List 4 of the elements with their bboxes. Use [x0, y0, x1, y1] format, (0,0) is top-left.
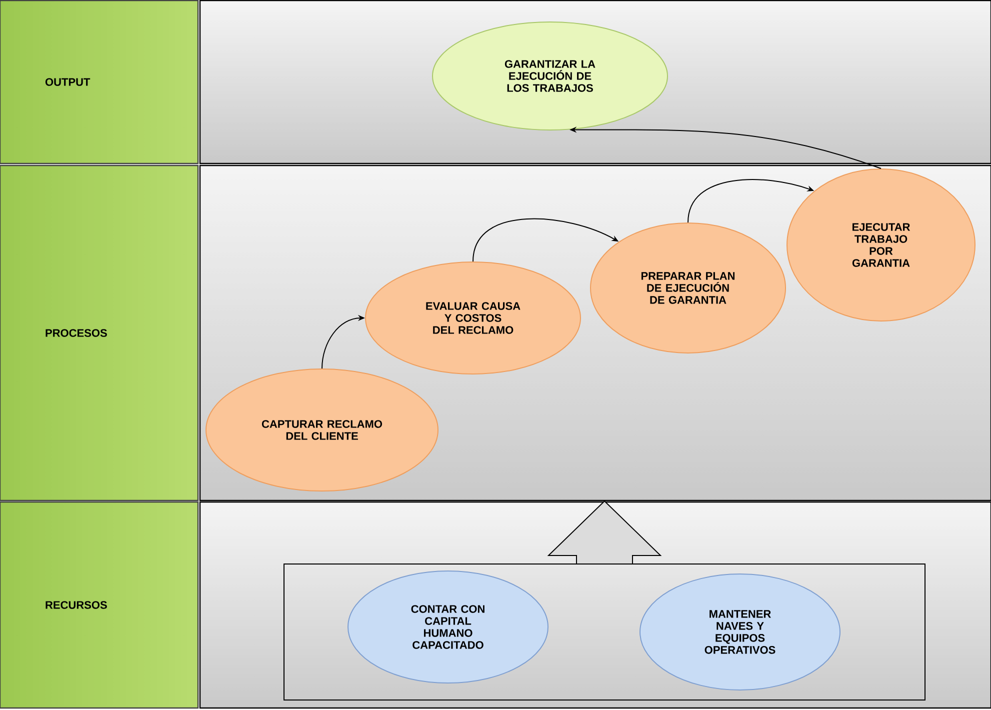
group-frame: [284, 564, 926, 700]
block-arrow: [547, 500, 662, 564]
row-header: RECURSOS: [0, 501, 199, 709]
row-header: OUTPUT: [0, 0, 199, 164]
